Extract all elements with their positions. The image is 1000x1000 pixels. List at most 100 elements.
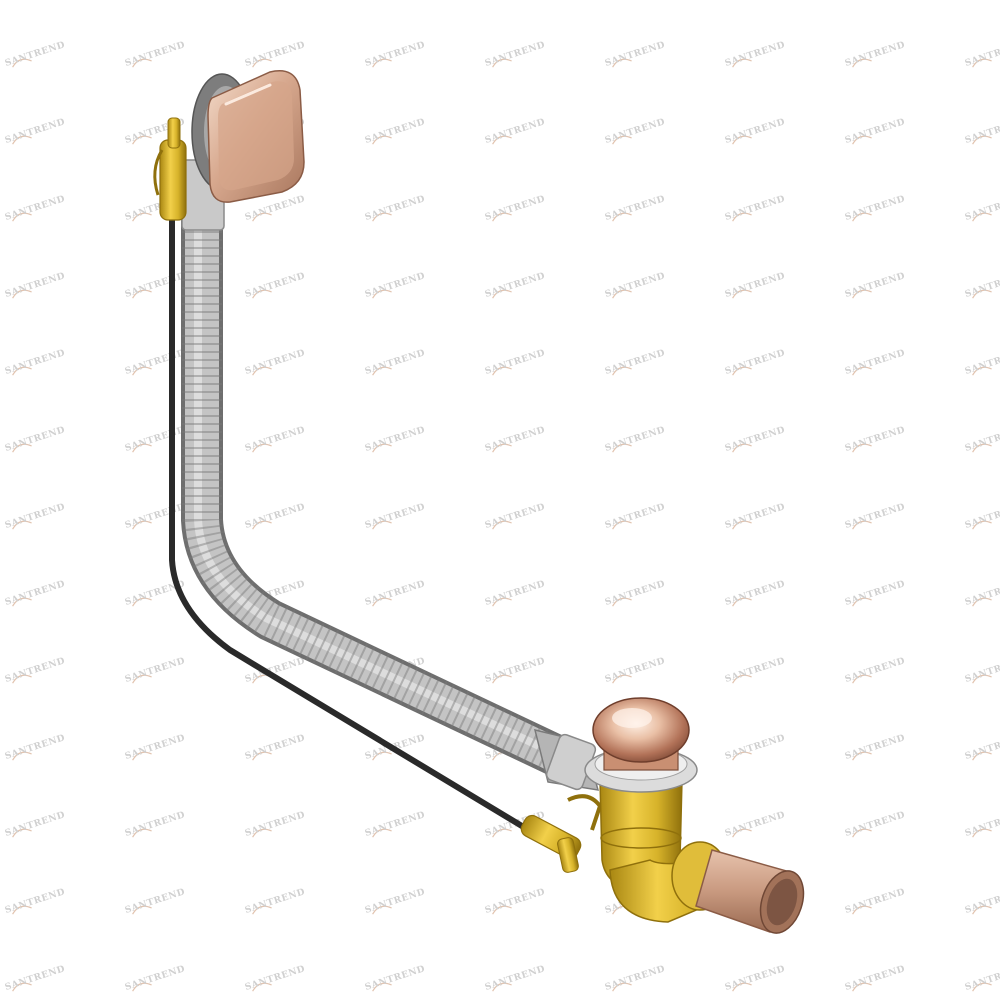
watermark-logo: SANTREND <box>844 348 907 377</box>
watermark-logo: SANTREND <box>724 502 787 531</box>
watermark-text: SANTREND <box>244 810 307 839</box>
watermark-swoosh <box>612 597 632 607</box>
watermark-logo: SANTREND <box>124 348 187 377</box>
watermark-text: SANTREND <box>244 425 307 454</box>
watermark-text: SANTREND <box>244 271 307 300</box>
watermark-logo: SANTREND <box>484 117 547 146</box>
watermark-text: SANTREND <box>4 425 67 454</box>
watermark-swoosh <box>612 135 632 145</box>
watermark-logo: SANTREND <box>484 40 547 69</box>
watermark-swoosh <box>12 135 32 145</box>
watermark-swoosh <box>972 135 992 145</box>
watermark-logo: SANTREND <box>604 40 667 69</box>
watermark-text: SANTREND <box>724 348 787 377</box>
watermark-logo: SANTREND <box>244 348 307 377</box>
watermark-logo: SANTREND <box>364 40 427 69</box>
watermark-text: SANTREND <box>604 579 667 608</box>
watermark-text: SANTREND <box>484 579 547 608</box>
watermark-logo: SANTREND <box>244 40 307 69</box>
watermark-swoosh <box>12 905 32 915</box>
watermark-swoosh <box>12 366 32 376</box>
watermark-logo: SANTREND <box>124 810 187 839</box>
watermark-logo: SANTREND <box>4 502 67 531</box>
watermark-text: SANTREND <box>4 271 67 300</box>
watermark-logo: SANTREND <box>4 656 67 685</box>
watermark-swoosh <box>492 366 512 376</box>
watermark-text: SANTREND <box>724 117 787 146</box>
watermark-text: SANTREND <box>844 40 907 69</box>
watermark-text: SANTREND <box>724 271 787 300</box>
watermark-logo: SANTREND <box>724 271 787 300</box>
watermark-logo: SANTREND <box>364 887 427 916</box>
watermark-logo: SANTREND <box>964 502 1000 531</box>
watermark-swoosh <box>492 289 512 299</box>
watermark-logo: SANTREND <box>844 887 907 916</box>
watermark-swoosh <box>732 751 752 761</box>
watermark-logo: SANTREND <box>724 425 787 454</box>
watermark-swoosh <box>612 366 632 376</box>
watermark-text: SANTREND <box>844 579 907 608</box>
popup-cap <box>592 697 690 763</box>
watermark-logo: SANTREND <box>604 964 667 993</box>
watermark-swoosh <box>132 443 152 453</box>
watermark-logo: SANTREND <box>844 502 907 531</box>
watermark-swoosh <box>372 751 392 761</box>
watermark-text: SANTREND <box>844 502 907 531</box>
watermark-text: SANTREND <box>844 194 907 223</box>
watermark-text: SANTREND <box>124 425 187 454</box>
watermark-swoosh <box>732 135 752 145</box>
overflow-assembly <box>153 70 305 231</box>
outlet-pipe <box>695 849 805 934</box>
watermark-logo: SANTREND <box>124 425 187 454</box>
watermark-text: SANTREND <box>964 887 1000 916</box>
watermark-logo: SANTREND <box>604 502 667 531</box>
watermark-text: SANTREND <box>364 887 427 916</box>
watermark-swoosh <box>852 905 872 915</box>
watermark-logo: SANTREND <box>484 579 547 608</box>
watermark-swoosh <box>372 289 392 299</box>
cable-lever <box>520 794 603 873</box>
watermark-swoosh <box>252 289 272 299</box>
watermark-text: SANTREND <box>964 425 1000 454</box>
watermark-swoosh <box>252 982 272 992</box>
watermark-logo: SANTREND <box>964 964 1000 993</box>
watermark-logo: SANTREND <box>4 40 67 69</box>
watermark-swoosh <box>972 366 992 376</box>
watermark-text: SANTREND <box>484 117 547 146</box>
watermark-text: SANTREND <box>724 810 787 839</box>
watermark-text: SANTREND <box>484 964 547 993</box>
watermark-logo: SANTREND <box>364 271 427 300</box>
watermark-logo: SANTREND <box>484 964 547 993</box>
watermark-logo: SANTREND <box>484 656 547 685</box>
watermark-swoosh <box>12 443 32 453</box>
watermark-text: SANTREND <box>364 964 427 993</box>
watermark-text: SANTREND <box>724 194 787 223</box>
watermark-logo: SANTREND <box>604 656 667 685</box>
watermark-logo: SANTREND <box>964 271 1000 300</box>
watermark-logo: SANTREND <box>124 733 187 762</box>
watermark-logo: SANTREND <box>4 348 67 377</box>
popup-waste <box>584 697 698 793</box>
watermark-text: SANTREND <box>964 810 1000 839</box>
watermark-swoosh <box>492 828 512 838</box>
watermark-swoosh <box>972 520 992 530</box>
watermark-logo: SANTREND <box>364 348 427 377</box>
watermark-logo: SANTREND <box>844 425 907 454</box>
watermark-text: SANTREND <box>364 579 427 608</box>
watermark-logo: SANTREND <box>4 117 67 146</box>
watermark-logo: SANTREND <box>4 425 67 454</box>
watermark-swoosh <box>12 751 32 761</box>
watermark-swoosh <box>252 443 272 453</box>
watermark-swoosh <box>252 212 272 222</box>
watermark-swoosh <box>372 135 392 145</box>
watermark-text: SANTREND <box>604 117 667 146</box>
watermark-logo: SANTREND <box>964 425 1000 454</box>
watermark-text: SANTREND <box>724 579 787 608</box>
watermark-text: SANTREND <box>484 887 547 916</box>
watermark-logo: SANTREND <box>964 117 1000 146</box>
watermark-swoosh <box>132 289 152 299</box>
watermark-swoosh <box>852 751 872 761</box>
watermark-logo: SANTREND <box>124 502 187 531</box>
watermark-logo: SANTREND <box>484 194 547 223</box>
watermark-logo: SANTREND <box>724 348 787 377</box>
